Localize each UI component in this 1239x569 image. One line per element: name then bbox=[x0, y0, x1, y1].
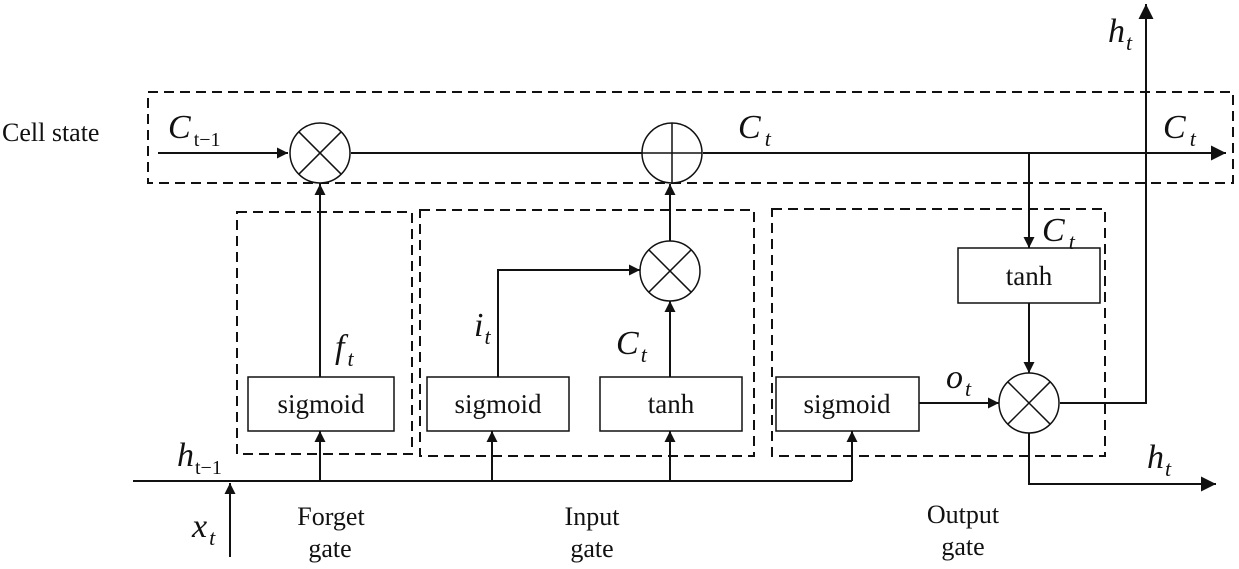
input-tanh-box bbox=[599, 376, 743, 432]
output-sigmoid-label: sigmoid bbox=[803, 389, 891, 419]
output-gate-caption-2: gate bbox=[941, 532, 984, 561]
i-t-label: it bbox=[474, 307, 491, 349]
output-multiply-operator bbox=[998, 372, 1060, 434]
cell-state-label: Cell state bbox=[2, 118, 99, 147]
forget-gate-caption-2: gate bbox=[308, 534, 351, 563]
x-t-label: xt bbox=[191, 508, 216, 550]
cell-state-region bbox=[147, 91, 1234, 184]
h-t-label-bottom: ht bbox=[1147, 439, 1172, 481]
input-gate-region bbox=[419, 209, 755, 457]
output-tanh-box bbox=[957, 247, 1101, 304]
h-prev-label: ht−1 bbox=[177, 437, 222, 479]
input-multiply-operator bbox=[639, 240, 701, 302]
candidate-label: Ct bbox=[616, 325, 648, 367]
o-t-label: ot bbox=[946, 359, 972, 401]
h-t-label-top: ht bbox=[1108, 13, 1133, 55]
output-gate-caption-1: Output bbox=[927, 500, 1000, 529]
input-gate-caption-1: Input bbox=[565, 502, 621, 531]
input-gate-caption-2: gate bbox=[570, 534, 613, 563]
forget-sigmoid-label: sigmoid bbox=[277, 389, 365, 419]
output-gate-region bbox=[771, 208, 1106, 457]
h-t-out-line bbox=[1028, 433, 1216, 492]
input-sigmoid-label: sigmoid bbox=[454, 389, 542, 419]
forget-multiply-operator bbox=[289, 122, 351, 184]
forget-sigmoid-box bbox=[247, 376, 395, 432]
h-t-up-line bbox=[1060, 4, 1154, 404]
cell-add-operator bbox=[641, 122, 703, 184]
forget-gate-caption-1: Forget bbox=[297, 502, 365, 531]
output-sigmoid-box bbox=[775, 376, 920, 432]
output-tanh-label: tanh bbox=[1006, 261, 1053, 291]
i-t-line bbox=[497, 264, 640, 377]
input-sigmoid-box bbox=[426, 376, 570, 432]
input-tanh-label: tanh bbox=[648, 389, 695, 419]
forget-gate-region bbox=[236, 211, 413, 455]
